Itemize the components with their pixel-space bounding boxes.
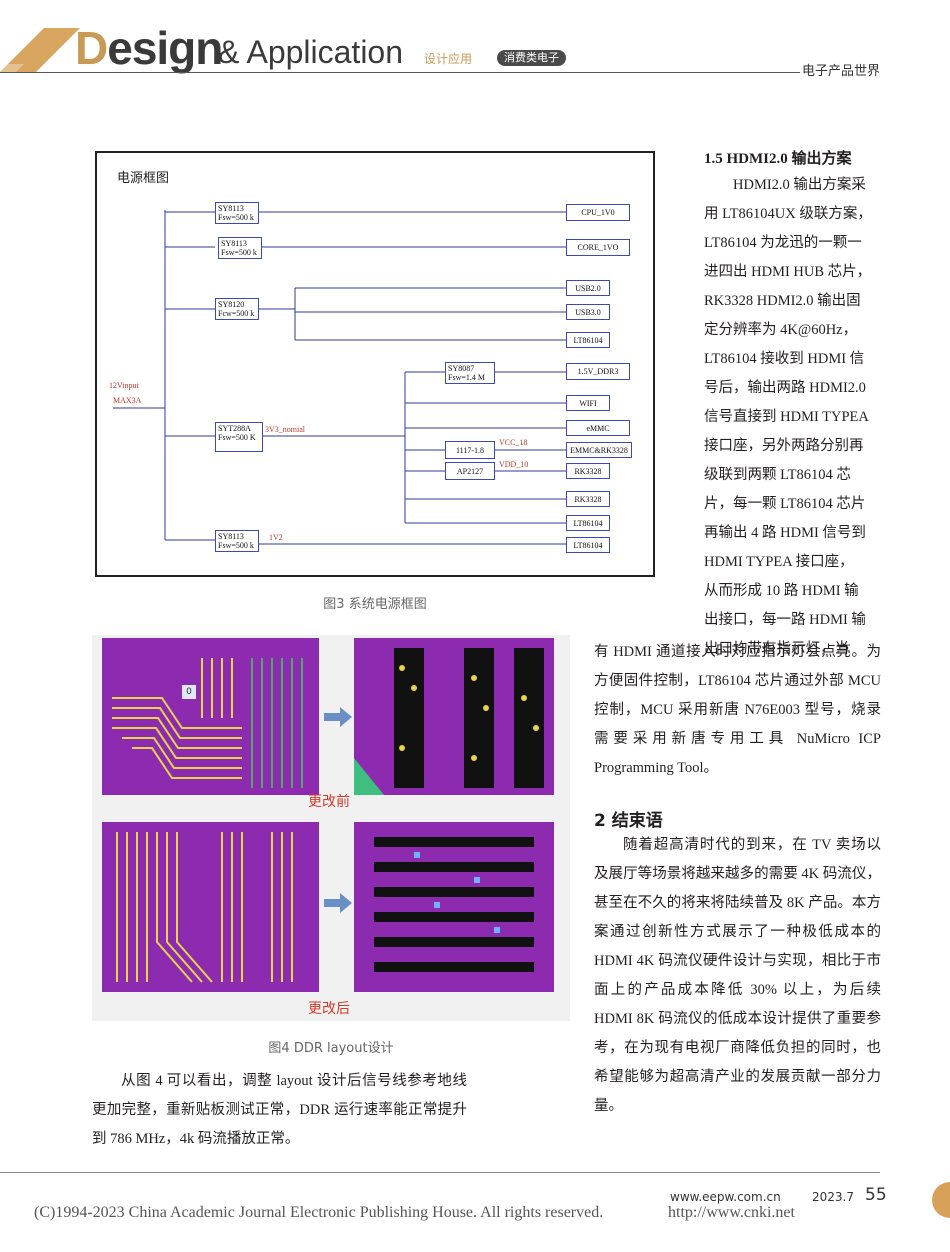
input-label: 12Vinput [109,381,139,390]
load-block: LT86104 [566,537,610,553]
arrow-right-icon [324,893,352,913]
load-block: USB2.0 [566,280,610,296]
ddr-layout-figure: 0 更改前 更改后 [92,635,570,1021]
load-block: RK3328 [566,491,610,507]
diagram-title: 电源框图 [117,171,170,186]
net-label: 3V3_nomial [265,425,305,434]
pcb-after-left [102,822,319,992]
section-1-5-narrow-text: HDMI2.0 输出方案采 用 LT86104UX 级联方案， LT86104 … [704,177,872,657]
load-block: EMMC&RK3328 [566,442,632,458]
copyright-notice: (C)1994-2023 China Academic Journal Elec… [34,1204,604,1221]
input-current-label: MAX3A [113,396,142,405]
header-logo-application: & Application [218,34,404,70]
after-label: 更改后 [308,1001,350,1017]
before-label: 更改前 [308,794,350,810]
arrow-right-icon [324,707,352,727]
header-stripe-logo [0,28,80,72]
footer-website: www.eepw.com.cn [670,1190,781,1204]
header-rule [0,72,800,73]
load-block: LT86104 [566,515,610,531]
load-block: WIFI [566,395,610,411]
ldo-block: AP2127 [445,462,495,480]
net-label: VCC_18 [499,438,528,447]
figure3-caption: 图3 系统电源框图 [323,597,427,612]
marker-badge: 0 [182,685,196,699]
page-tab-marker [932,1182,950,1218]
load-block: CORE_1VO [566,239,630,256]
cnki-link[interactable]: http://www.cnki.net [668,1204,795,1221]
section-2-text: 随着超高清时代的到来，在 TV 卖场以及展厅等场景将越来越多的需要 4K 码流仪… [594,837,881,1114]
net-label: VDD_10 [499,460,529,469]
load-block: LT86104 [566,332,610,348]
load-block: eMMC [566,420,630,436]
ldo-block: 1117-1.8 [445,441,495,459]
figure4-caption: 图4 DDR layout设计 [268,1041,394,1056]
header-logo-design: Design [75,22,223,74]
load-block: 1.5V_DDR3 [566,363,630,380]
load-block: USB3.0 [566,304,610,320]
footer-issue-date: 2023.7 [812,1190,854,1204]
section-1-5-heading: 1.5 HDMI2.0 输出方案 [704,151,852,167]
net-label: 1V2 [269,533,283,542]
load-block: CPU_1V0 [566,204,630,221]
diagram-wires [113,210,566,545]
footer-rule [0,1172,880,1173]
pcb-before-left: 0 [102,638,319,795]
page-number: 55 [865,1185,887,1205]
header-category: 设计应用 [424,52,473,66]
header-magazine-name: 电子产品世界 [802,64,881,79]
pcb-after-right [354,822,554,992]
pcb-before-right [354,638,554,795]
figure4-explanation: 从图 4 可以看出，调整 layout 设计后信号线参考地线更加完整，重新贴板测… [92,1073,467,1147]
load-block: RK3328 [566,463,610,479]
section-1-5-wide-text: 有 HDMI 通道接入时对应指示灯会点亮。为方便固件控制，LT86104 芯片通… [594,644,881,776]
header-tag-badge: 消费类电子 [497,50,566,66]
section-2-heading: 2 结束语 [594,811,663,831]
